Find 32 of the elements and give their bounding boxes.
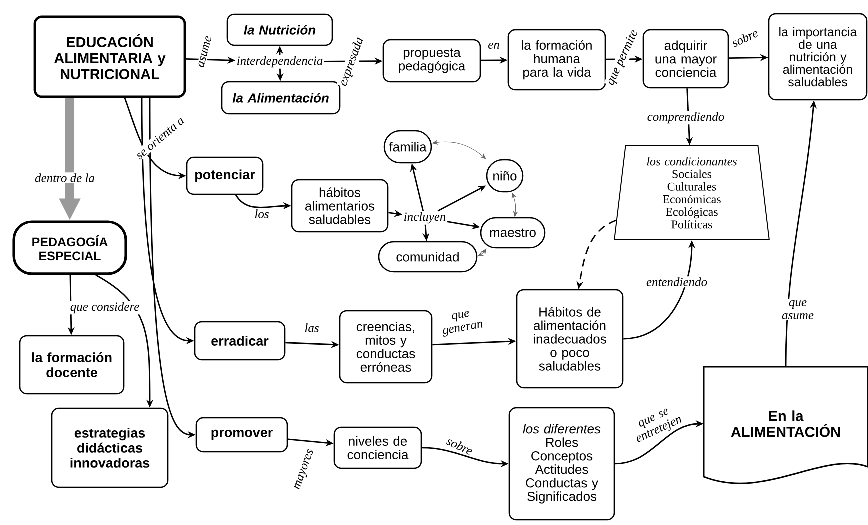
concept-box: estrategias didácticas innovadoras — [51, 408, 169, 488]
concept-oval: niño — [486, 159, 524, 193]
edge-label: que generan — [434, 306, 490, 340]
concept-box: la Nutrición — [226, 14, 334, 46]
concept-box: potenciar — [186, 156, 264, 196]
concept-box: promover — [196, 417, 288, 453]
edge-label: sobre — [444, 434, 476, 458]
concept-box: Hábitos de alimentación inadecuados o poco saludables — [516, 289, 624, 389]
edge-label: dentro de la — [34, 172, 96, 184]
concept-box: erradicar — [194, 321, 286, 361]
concept-box: la importancia de una nutrición y alimentación saludables — [768, 13, 868, 101]
edge-label: los — [254, 208, 270, 220]
concept-box: propuesta pedagógica — [382, 39, 482, 83]
edge-label: sobre — [729, 26, 761, 50]
edge-label: mayores — [292, 448, 318, 492]
edge-label: que asume — [777, 299, 819, 320]
concept-box: la Alimentación — [221, 81, 341, 115]
linking-word: incluyen — [402, 211, 448, 225]
concept-box: la formación docente — [19, 335, 125, 395]
concept-box: niveles de conciencia — [334, 426, 422, 470]
linking-word: interdependencia — [236, 55, 324, 69]
concept-box: hábitos alimentarios saludables — [291, 179, 389, 233]
concept-box: EDUCACIÓN ALIMENTARIA y NUTRICIONAL — [34, 16, 186, 98]
edge-label: en — [487, 42, 501, 50]
edge-label: que considere — [69, 301, 141, 315]
edge-label: las — [304, 322, 320, 334]
edge-label: entendiendo — [645, 276, 709, 288]
concept-box: creencias, mitos y conductas erróneas — [339, 310, 433, 384]
concept-box: los diferentes Roles Conceptos Actitudes Conductas y Significados — [508, 407, 616, 521]
trapezoid-box: los condicionantes Sociales Culturales Económicas Ecológicas Políticas — [614, 146, 770, 240]
edge-label: comprendiendo — [646, 111, 726, 125]
edge-label: asume — [196, 34, 214, 70]
